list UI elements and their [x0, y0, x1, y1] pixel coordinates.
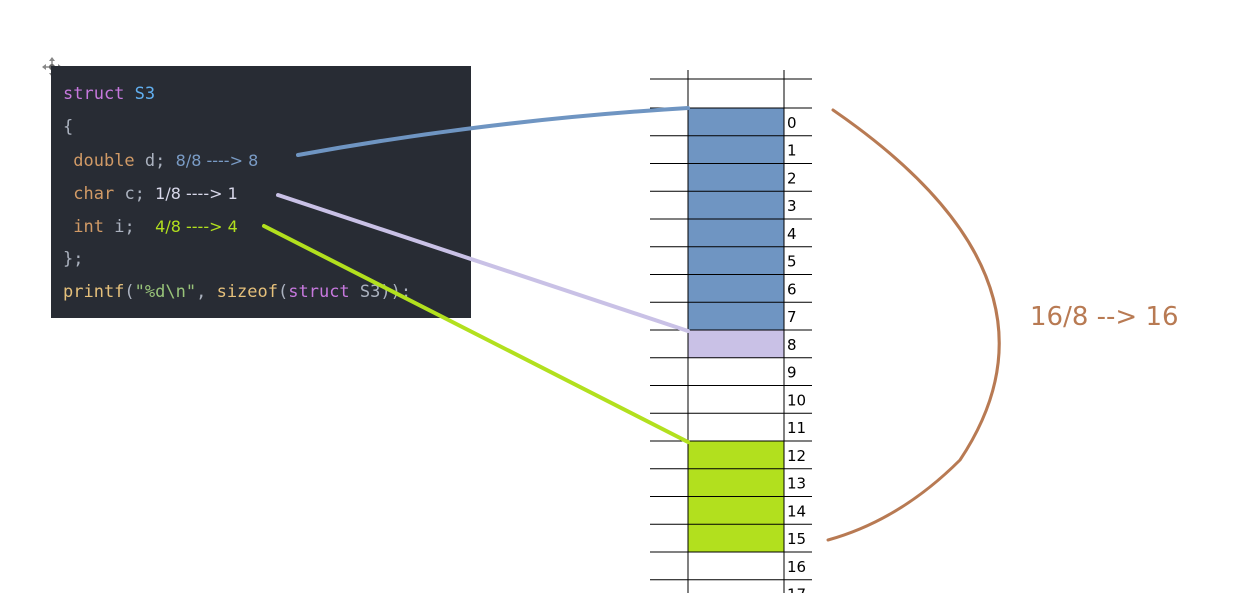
offset-label-6: 6 — [787, 280, 797, 298]
member-decl: c; — [114, 184, 145, 204]
connector-int — [262, 224, 690, 444]
format-string: "%d\n" — [134, 282, 197, 302]
offset-label-2: 2 — [787, 169, 797, 187]
code-line-open-brace: { — [63, 111, 73, 144]
code-line-member-double: double d; 8/8 ----> 8 — [63, 144, 258, 177]
offset-label-1: 1 — [787, 142, 797, 160]
close-brace: }; — [63, 249, 84, 269]
connector-double — [296, 106, 690, 157]
offset-label-8: 8 — [787, 336, 797, 354]
offset-label-14: 14 — [787, 502, 806, 520]
code-line-close-brace: }; — [63, 243, 83, 276]
total-size-label: 16/8 --> 16 — [1030, 302, 1179, 332]
paren-open: ( — [124, 282, 135, 302]
code-line-member-int: int i; 4/8 ----> 4 — [63, 210, 238, 243]
comma: , — [196, 282, 217, 302]
member-type: char — [73, 184, 115, 204]
code-line-struct-decl: struct S3 — [63, 78, 155, 111]
printf-fn: printf — [63, 282, 125, 302]
keyword-struct: struct — [288, 282, 350, 302]
offset-label-4: 4 — [787, 225, 797, 243]
memory-offset-labels: 01234567891011121314151617 — [787, 114, 806, 593]
offset-label-11: 11 — [787, 419, 806, 437]
offset-label-13: 13 — [787, 475, 806, 493]
alignment-annotation-char: 1/8 ----> 1 — [155, 184, 238, 203]
member-decl: d; — [134, 151, 166, 171]
alignment-annotation-double: 8/8 ----> 8 — [175, 151, 259, 170]
offset-label-5: 5 — [787, 253, 797, 271]
offset-label-7: 7 — [787, 308, 797, 326]
code-block: struct S3 { double d; 8/8 ----> 8 char c… — [51, 66, 471, 318]
connector-char — [276, 193, 690, 333]
sizeof-fn: sizeof — [216, 282, 278, 302]
paren-open-2: ( — [278, 282, 289, 302]
total-size-brace — [826, 108, 1001, 542]
keyword-struct: struct — [63, 84, 125, 104]
alignment-annotation-int: 4/8 ----> 4 — [155, 217, 238, 236]
code-line-member-char: char c; 1/8 ----> 1 — [63, 177, 238, 210]
offset-label-15: 15 — [787, 530, 806, 548]
member-type: double — [73, 151, 135, 171]
offset-label-3: 3 — [787, 197, 797, 215]
member-type: int — [73, 217, 104, 237]
member-decl: i; — [103, 217, 135, 237]
offset-label-16: 16 — [787, 558, 806, 576]
offset-label-9: 9 — [787, 364, 797, 382]
open-brace: { — [63, 117, 74, 137]
offset-label-0: 0 — [787, 114, 797, 132]
offset-label-10: 10 — [787, 391, 806, 409]
memory-region-c — [688, 330, 784, 358]
struct-name: S3 — [349, 282, 381, 302]
offset-label-17: 17 — [787, 586, 806, 593]
struct-name: S3 — [134, 84, 156, 104]
offset-label-12: 12 — [787, 447, 806, 465]
